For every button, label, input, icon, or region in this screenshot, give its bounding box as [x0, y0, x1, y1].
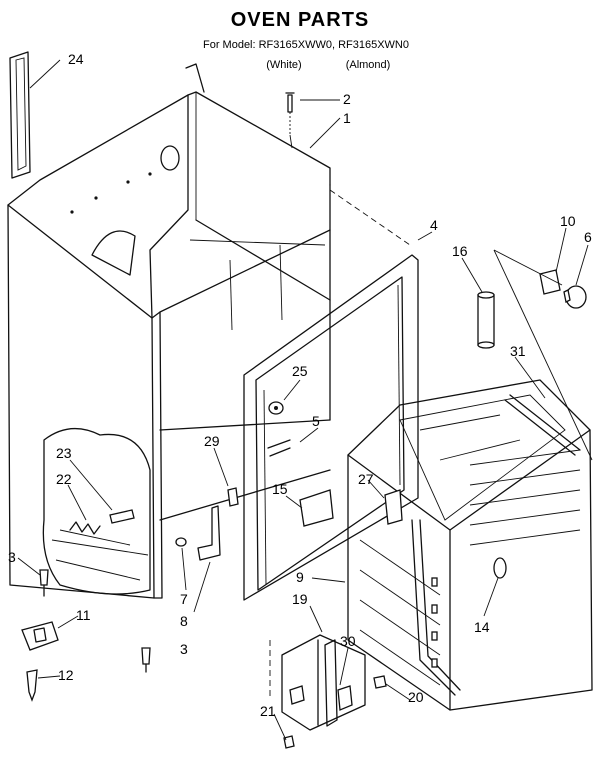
variant-white: (White) [266, 59, 301, 71]
part-29-clip [227, 487, 239, 507]
part-23-rod [109, 509, 135, 524]
callout-27: 27 [358, 471, 374, 487]
part-8-bracket [197, 505, 221, 561]
callout-11: 11 [76, 607, 91, 623]
part-16-tube [477, 291, 495, 349]
callout-10: 10 [560, 213, 576, 229]
diagram-title: OVEN PARTS [231, 9, 370, 31]
part-6-light-bulb [563, 285, 587, 309]
model-line: For Model: RF3165XWW0, RF3165XWN0 [203, 39, 409, 51]
callout-3-left: 3 [8, 549, 16, 565]
callout-numbers: 24 2 1 4 16 10 6 31 25 5 29 15 27 23 22 … [8, 51, 592, 719]
part-19-switch-assembly [281, 634, 366, 731]
callout-25: 25 [292, 363, 308, 379]
alignment-line [329, 189, 411, 246]
callout-4: 4 [430, 217, 438, 233]
part-12-pin [26, 669, 38, 702]
callout-6: 6 [584, 229, 592, 245]
part-15-latch-bracket [299, 489, 334, 527]
part-31-gasket [504, 394, 581, 456]
part-4-front-frame [243, 254, 419, 601]
part-14-lens [493, 557, 507, 579]
part-5-bolt [267, 439, 291, 457]
part-24-vent-strip [9, 51, 31, 179]
leader-lines [17, 59, 589, 741]
callout-29: 29 [204, 433, 220, 449]
part-21-screw [283, 735, 295, 749]
callout-1: 1 [343, 110, 351, 126]
part-22-spring [69, 521, 101, 535]
callout-19: 19 [292, 591, 308, 607]
part-1-oven-body [7, 63, 331, 599]
callout-20: 20 [408, 689, 424, 705]
callout-9: 9 [296, 569, 304, 585]
callout-5: 5 [312, 413, 320, 429]
callout-24: 24 [68, 51, 84, 67]
variant-almond: (Almond) [346, 59, 391, 71]
part-2-screw [285, 92, 295, 149]
callout-21: 21 [260, 703, 276, 719]
callout-31: 31 [510, 343, 526, 359]
part-7-grommet [175, 537, 187, 547]
callout-23: 23 [56, 445, 72, 461]
callout-7: 7 [180, 591, 188, 607]
part-3-screw-bottom [141, 647, 151, 673]
part-25-nut [268, 401, 284, 415]
part-3-screw-left [39, 569, 49, 597]
part-11-bracket [21, 621, 59, 651]
callout-8: 8 [180, 613, 188, 629]
callout-30: 30 [340, 633, 356, 649]
oven-cavity [347, 379, 593, 711]
callout-16: 16 [452, 243, 468, 259]
callout-15: 15 [272, 481, 288, 497]
callout-2: 2 [343, 91, 351, 107]
callout-3-bottom: 3 [180, 641, 188, 657]
part-20-screw [373, 675, 387, 689]
part-27-bracket [384, 489, 403, 525]
callout-14: 14 [474, 619, 490, 635]
callout-12: 12 [58, 667, 74, 683]
leader-line [493, 249, 563, 286]
callout-22: 22 [56, 471, 72, 487]
leader-line [493, 249, 593, 461]
